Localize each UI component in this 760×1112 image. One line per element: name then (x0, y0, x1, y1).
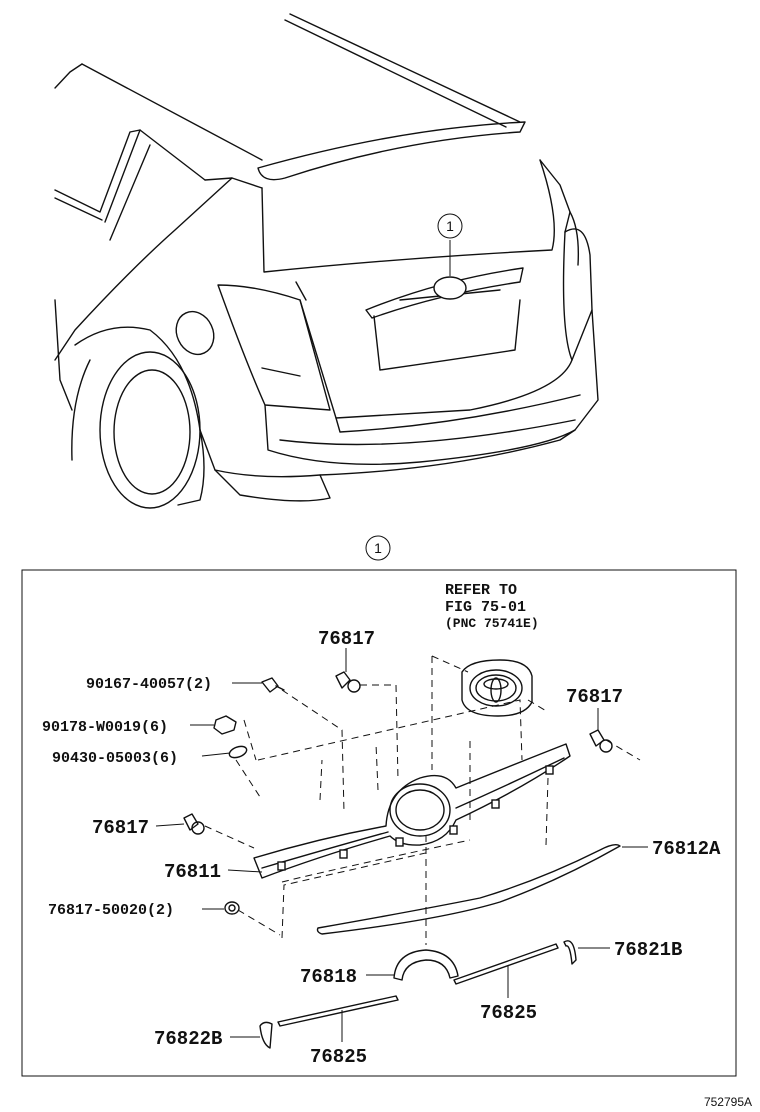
detail-frame (21, 569, 737, 1077)
clip-76817-50020 (224, 901, 240, 915)
endcap-76822B (259, 1021, 273, 1049)
clip-76817-right (589, 729, 613, 753)
label-76817-top: 76817 (318, 628, 375, 650)
garnish-76811 (253, 743, 571, 879)
refer-line-1: REFER TO (445, 582, 517, 599)
label-76822B: 76822B (154, 1028, 222, 1050)
detail-callout-number: 1 (374, 540, 382, 556)
label-90167: 90167-40057(2) (86, 676, 212, 693)
clip-76817-top (335, 671, 361, 693)
label-76825-right: 76825 (480, 1002, 537, 1024)
nut-90178 (213, 715, 237, 735)
illustration-code: 752795A (704, 1095, 752, 1109)
part-labels: 90167-40057(2) 90178-W0019(6) 90430-0500… (42, 628, 721, 1068)
vehicle-callout-number: 1 (446, 218, 454, 234)
label-76821B: 76821B (614, 939, 682, 961)
clip-76817-left (183, 813, 205, 835)
moulding-76812A (316, 843, 621, 935)
lower-pieces (259, 940, 577, 1049)
detail-callout: 1 (365, 535, 391, 561)
label-76818: 76818 (300, 966, 357, 988)
label-76817-right: 76817 (566, 686, 623, 708)
refer-note: REFER TO FIG 75-01 (PNC 75741E) (445, 582, 539, 631)
strip-76825-left (277, 995, 399, 1027)
vehicle-rear-illustration: 1 (54, 13, 599, 509)
endcap-76821B (563, 940, 577, 965)
vehicle-callout-circle (437, 213, 463, 239)
toyota-emblem (461, 659, 533, 717)
label-90430: 90430-05003(6) (52, 750, 178, 767)
dashed-guide-lines (204, 655, 641, 945)
washer-90430 (228, 745, 248, 759)
label-76811: 76811 (164, 861, 221, 883)
strip-76825-right (453, 943, 559, 985)
refer-line-3: (PNC 75741E) (445, 616, 539, 631)
label-76817-left: 76817 (92, 817, 149, 839)
label-76817-50020: 76817-50020(2) (48, 902, 174, 919)
screw-90167 (261, 677, 285, 693)
leader-lines (155, 648, 648, 1042)
arch-76818 (393, 949, 459, 981)
fasteners (183, 671, 613, 915)
label-76812A: 76812A (652, 838, 721, 860)
label-90178: 90178-W0019(6) (42, 719, 168, 736)
label-76825-left: 76825 (310, 1046, 367, 1068)
refer-line-2: FIG 75-01 (445, 599, 526, 616)
